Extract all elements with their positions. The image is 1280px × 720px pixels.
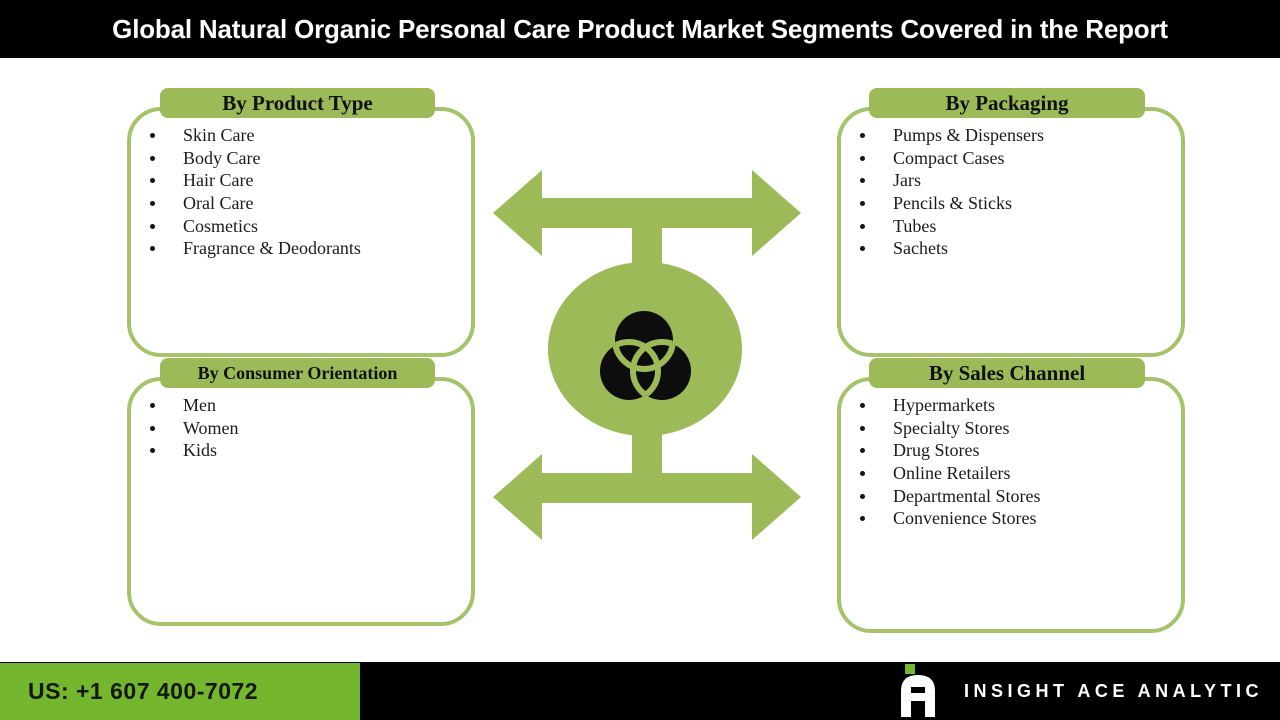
segment-header-label: By Sales Channel [928,360,1086,385]
segment-header-packaging: By Packaging [869,88,1145,118]
segment-header-consumer-orientation: By Consumer Orientation [160,358,435,388]
list-item: Hair Care [131,169,471,192]
list-item: Tubes [841,215,1181,238]
segment-list-product-type: Skin Care Body Care Hair Care Oral Care … [131,124,471,260]
bullet-icon [150,425,155,431]
bullet-icon [150,246,155,252]
list-item: Specialty Stores [841,417,1181,440]
bullet-icon [860,200,865,206]
segment-box-product-type: By Product Type Skin Care Body Care Hair… [127,88,475,357]
bullet-icon [860,223,865,229]
phone-number: US: +1 607 400-7072 [28,678,259,704]
list-item: Body Care [131,147,471,170]
segment-header-sales-channel: By Sales Channel [869,358,1145,388]
list-item: Pumps & Dispensers [841,124,1181,147]
bullet-icon [150,155,155,161]
bullet-icon [860,246,865,252]
segment-box-consumer-orientation: By Consumer Orientation Men Women Kids [127,358,475,626]
venn-diagram-icon [600,311,691,400]
segment-box-packaging: By Packaging Pumps & Dispensers Compact … [837,88,1185,357]
segment-header-label: By Consumer Orientation [197,362,398,383]
bullet-icon [860,402,865,408]
bullet-icon [860,516,865,522]
list-item: Kids [131,439,471,462]
segment-header-label: By Packaging [945,90,1069,115]
segment-header-label: By Product Type [222,90,373,115]
list-item: Hypermarkets [841,394,1181,417]
double-arrow-top-icon [493,170,801,256]
center-connector-graphic [493,170,801,540]
double-arrow-bottom-icon [493,454,801,540]
list-item: Sachets [841,237,1181,260]
list-item: Fragrance & Deodorants [131,237,471,260]
segment-box-sales-channel: By Sales Channel Hypermarkets Specialty … [837,358,1185,633]
list-item: Departmental Stores [841,485,1181,508]
page-title: Global Natural Organic Personal Care Pro… [112,13,1168,44]
list-item: Compact Cases [841,147,1181,170]
list-item: Pencils & Sticks [841,192,1181,215]
bullet-icon [150,132,155,138]
list-item: Oral Care [131,192,471,215]
bullet-icon [860,470,865,476]
bullet-icon [860,425,865,431]
bullet-icon [150,178,155,184]
list-item: Convenience Stores [841,507,1181,530]
segment-list-consumer-orientation: Men Women Kids [131,394,471,462]
bullet-icon [150,402,155,408]
list-item: Jars [841,169,1181,192]
brand-name: INSIGHT ACE ANALYTIC [964,680,1264,701]
insight-ace-logo-icon [901,664,935,717]
title-bar: Global Natural Organic Personal Care Pro… [0,0,1280,58]
footer-bar: US: +1 607 400-7072 INSIGHT ACE ANALYTIC [0,662,1280,720]
list-item: Skin Care [131,124,471,147]
phone-box: US: +1 607 400-7072 [0,663,360,720]
segment-list-sales-channel: Hypermarkets Specialty Stores Drug Store… [841,394,1181,530]
bullet-icon [860,493,865,499]
list-item: Cosmetics [131,215,471,238]
list-item: Drug Stores [841,439,1181,462]
segment-header-product-type: By Product Type [160,88,435,118]
list-item: Online Retailers [841,462,1181,485]
bullet-icon [150,448,155,454]
bullet-icon [150,223,155,229]
list-item: Men [131,394,471,417]
connector-stem-bottom [632,430,662,478]
bullet-icon [860,448,865,454]
bullet-icon [860,155,865,161]
brand-lockup: INSIGHT ACE ANALYTIC [898,662,1263,720]
bullet-icon [860,178,865,184]
bullet-icon [860,132,865,138]
list-item: Women [131,417,471,440]
segment-list-packaging: Pumps & Dispensers Compact Cases Jars Pe… [841,124,1181,260]
bullet-icon [150,200,155,206]
